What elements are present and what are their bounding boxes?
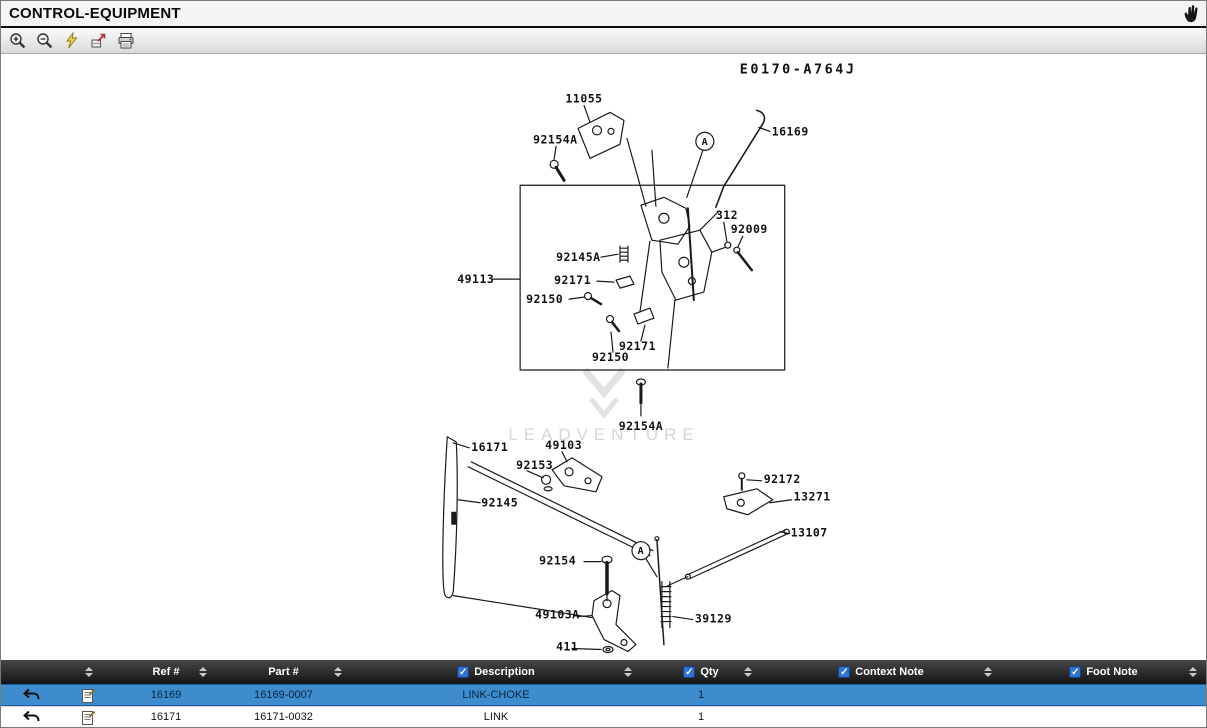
col-label: Ref # (152, 666, 180, 678)
foot-note-cell (1001, 707, 1206, 727)
col-description-header[interactable]: Description (351, 660, 641, 684)
qty-filter-checkbox[interactable] (683, 666, 696, 678)
zoom-in-icon (10, 32, 26, 48)
foot-note-cell (1001, 685, 1206, 705)
part-label-49103[interactable]: 49103 (545, 438, 582, 452)
diagram-code: E0170-A764J (740, 61, 857, 77)
col-part-header[interactable]: Part # (216, 660, 351, 684)
col-undo-header (1, 660, 61, 684)
table-row[interactable]: 16169 16169-0007 LINK-CHOKE 1 (1, 684, 1206, 706)
col-ref-header[interactable]: Ref # (116, 660, 216, 684)
part-label-92145A[interactable]: 92145A (556, 250, 600, 264)
page-title: CONTROL-EQUIPMENT (9, 5, 181, 22)
sort-icon (199, 667, 207, 677)
undo-arrow-icon (22, 710, 39, 722)
sort-icon (744, 667, 752, 677)
undo-arrow-icon (22, 688, 39, 700)
sort-icon (1189, 667, 1197, 677)
part-label-39129[interactable]: 39129 (695, 612, 732, 626)
description-cell: LINK (483, 711, 509, 723)
part-label-411[interactable]: 411 (556, 640, 578, 654)
ref-cell: 16169 (150, 689, 182, 701)
part-label-92153[interactable]: 92153 (516, 458, 553, 472)
part-label-92171[interactable]: 92171 (554, 273, 591, 287)
sort-icon (624, 667, 632, 677)
table-row[interactable]: 16171 16171-0032 LINK 1 (1, 706, 1206, 727)
part-label-312[interactable]: 312 (716, 208, 738, 222)
part-label-13271[interactable]: 13271 (794, 490, 831, 504)
qty-cell: 1 (697, 689, 705, 701)
part-label-92171[interactable]: 92171 (619, 339, 656, 353)
svg-text:A: A (702, 137, 709, 148)
diagram-area: LEADVENTURE E0170-A764J (1, 54, 1206, 660)
part-cell: 16171-0032 (254, 711, 313, 723)
sort-icon (84, 667, 93, 677)
part-label-49103A[interactable]: 49103A (535, 608, 579, 622)
context-note-cell (761, 685, 1001, 705)
circled-ref-A[interactable]: A (695, 131, 715, 151)
print-button[interactable] (115, 30, 137, 52)
part-label-92150[interactable]: 92150 (526, 292, 563, 306)
zoom-out-icon (37, 32, 53, 48)
part-label-49113[interactable]: 49113 (457, 272, 494, 286)
parts-diagram[interactable]: LEADVENTURE E0170-A764J (1, 54, 1206, 660)
ref-cell: 16171 (150, 711, 182, 723)
zoom-out-button[interactable] (34, 30, 56, 52)
toolbar (1, 28, 1206, 54)
hand-icon (1184, 5, 1198, 23)
part-label-92172[interactable]: 92172 (764, 472, 801, 486)
col-foot-note-header[interactable]: Foot Note (1001, 660, 1206, 684)
titlebar: CONTROL-EQUIPMENT (1, 1, 1206, 28)
col-label: Foot Note (1086, 666, 1138, 678)
part-label-92009[interactable]: 92009 (731, 222, 768, 236)
document-icon (82, 688, 95, 703)
qty-cell: 1 (697, 711, 705, 723)
print-icon (118, 32, 134, 48)
sort-icon (334, 667, 342, 677)
lightning-button[interactable] (61, 30, 83, 52)
part-cell: 16169-0007 (254, 689, 313, 701)
col-note-header[interactable] (61, 660, 116, 684)
svg-text:A: A (638, 546, 645, 557)
sort-icon (984, 667, 992, 677)
part-label-92150[interactable]: 92150 (592, 350, 629, 364)
col-qty-header[interactable]: Qty (641, 660, 761, 684)
document-icon (82, 710, 95, 725)
col-label: Qty (700, 666, 719, 678)
context-note-cell (761, 707, 1001, 727)
part-label-16169[interactable]: 16169 (772, 124, 809, 138)
part-label-92145[interactable]: 92145 (481, 496, 518, 510)
zoom-in-button[interactable] (7, 30, 29, 52)
foot-note-filter-checkbox[interactable] (1069, 666, 1082, 678)
part-label-13107[interactable]: 13107 (791, 526, 828, 540)
part-label-92154A[interactable]: 92154A (619, 419, 663, 433)
lightning-icon (66, 31, 78, 48)
note-button[interactable] (82, 688, 95, 703)
circled-ref-A[interactable]: A (631, 541, 651, 561)
description-filter-checkbox[interactable] (457, 666, 470, 678)
col-label: Part # (268, 666, 299, 678)
watermark-text: LEADVENTURE (508, 425, 699, 444)
diagram-linework (442, 104, 793, 654)
col-label: Context Note (855, 666, 924, 678)
part-label-11055[interactable]: 11055 (566, 91, 603, 105)
col-label: Description (474, 666, 535, 678)
part-label-92154A[interactable]: 92154A (533, 132, 577, 146)
note-button[interactable] (82, 710, 95, 725)
export-button[interactable] (88, 30, 110, 52)
col-context-note-header[interactable]: Context Note (761, 660, 1001, 684)
context-note-filter-checkbox[interactable] (838, 666, 851, 678)
export-icon (91, 33, 106, 47)
part-label-92154[interactable]: 92154 (539, 554, 576, 568)
watermark-logo: LEADVENTURE (508, 367, 699, 444)
undo-button[interactable] (22, 710, 40, 724)
hand-tool-button[interactable] (1182, 3, 1200, 26)
description-cell: LINK-CHOKE (462, 689, 530, 701)
table-header-row: Ref # Part # Description Qty Context Not… (1, 660, 1206, 684)
undo-button[interactable] (22, 688, 40, 702)
parts-table: Ref # Part # Description Qty Context Not… (1, 660, 1206, 727)
part-label-16171[interactable]: 16171 (471, 440, 508, 454)
